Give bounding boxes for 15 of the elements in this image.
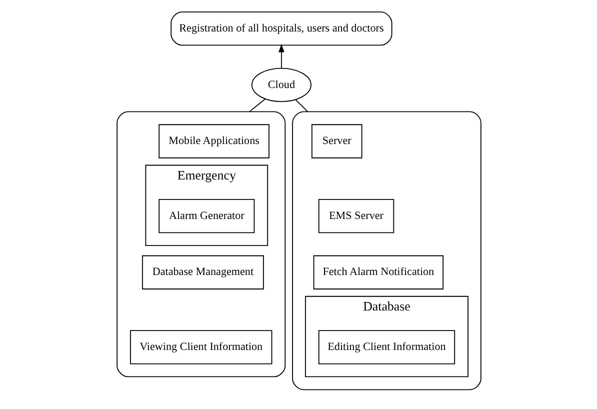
node-box: Server xyxy=(310,124,362,158)
connector xyxy=(248,98,266,112)
arrow xyxy=(278,44,284,69)
node-box: Registration of all hospitals, users and doctors xyxy=(170,12,392,46)
node-box: Viewing Client Information xyxy=(130,330,272,364)
node-box: Alarm Generator xyxy=(158,198,254,234)
node-box: Editing Client Information xyxy=(318,330,455,364)
node-box: EMS Server xyxy=(318,198,394,234)
node-box: Fetch Alarm Notification xyxy=(312,255,444,290)
cluster xyxy=(292,111,481,390)
connector xyxy=(294,99,308,112)
node-box: Database Management xyxy=(142,255,264,290)
node-ellipse: Cloud xyxy=(250,68,311,102)
node-box: Mobile Applications xyxy=(158,124,269,158)
cluster xyxy=(116,111,286,378)
